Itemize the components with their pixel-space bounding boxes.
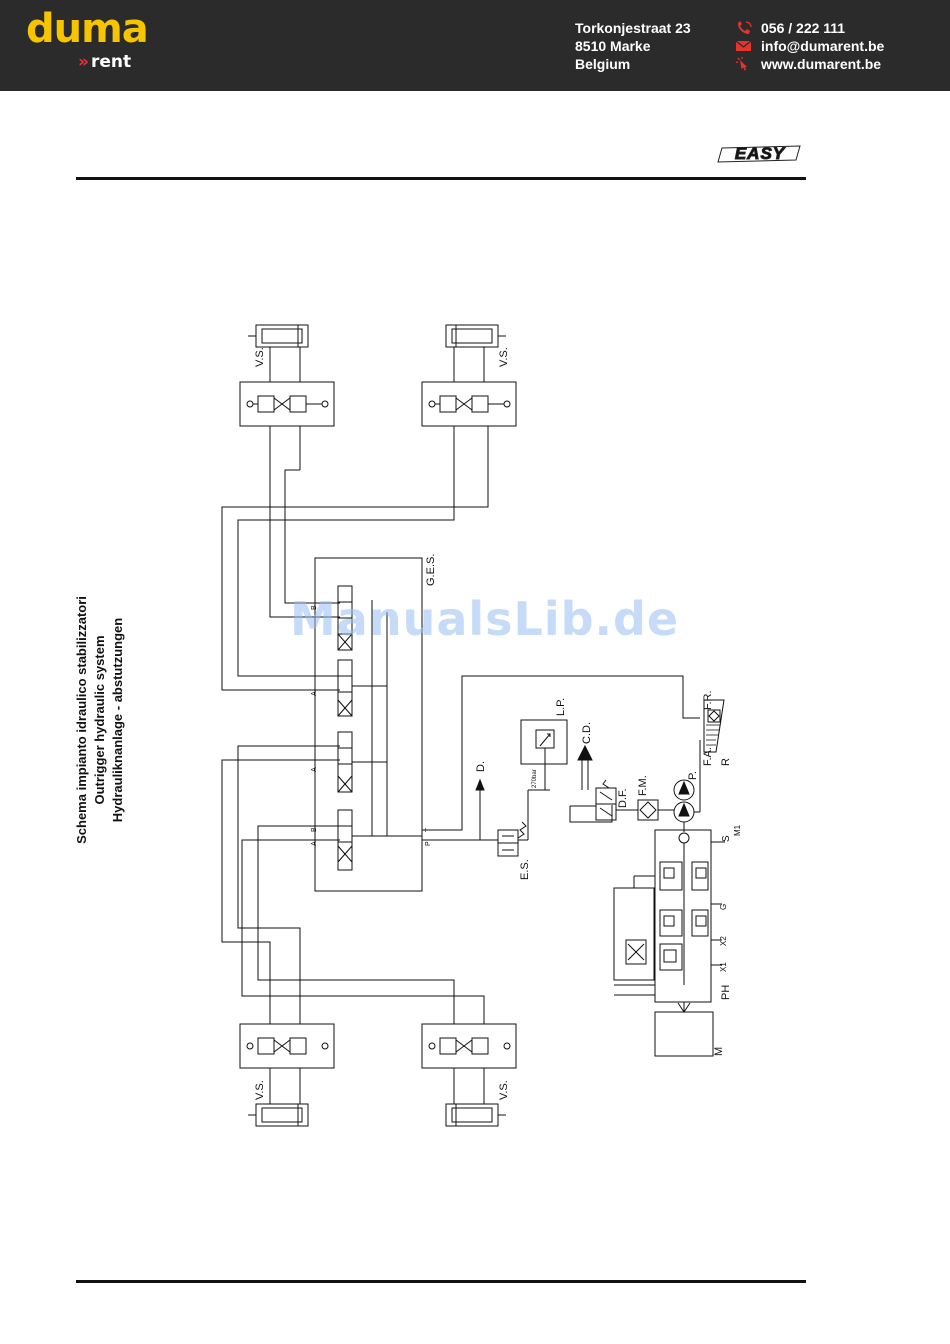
port-b-1: B	[311, 605, 318, 610]
label-vs-bottom-right: V.S.	[498, 1080, 510, 1100]
contact-phone[interactable]: 056 / 222 111	[735, 19, 884, 37]
cylinder-top-right	[445, 324, 506, 382]
cylinder-bottom-left	[248, 1068, 309, 1127]
label-ph: PH	[720, 985, 732, 1000]
pressure-return-lines	[422, 675, 700, 857]
label-vs-top-left: V.S.	[254, 347, 266, 367]
label-fm: F.M.	[637, 775, 649, 796]
company-address: Torkonjestraat 23 8510 Marke Belgium	[575, 19, 691, 73]
port-a-2: A	[311, 691, 318, 696]
label-fa: F.A.	[702, 747, 714, 766]
label-vs-top-right: V.S.	[498, 347, 510, 367]
check-valve-top-right	[421, 381, 517, 427]
label-ges: G.E.S.	[425, 554, 437, 586]
label-r: R	[720, 758, 732, 766]
contact-block: 056 / 222 111 info@dumarent.be www.dumar…	[735, 19, 884, 73]
label-p: P.	[687, 771, 699, 780]
top-rule	[76, 177, 806, 180]
label-m1: M1	[733, 824, 742, 836]
port-a-4: A	[311, 841, 318, 846]
port-p: P	[425, 841, 432, 846]
logo-wordmark: duma	[26, 6, 149, 52]
bottom-rule	[76, 1280, 806, 1283]
port-b-4: B	[311, 827, 318, 832]
check-valve-bottom-right	[421, 1023, 517, 1069]
pump-group	[673, 740, 701, 832]
label-vs-bottom-left: V.S.	[254, 1080, 266, 1100]
address-country: Belgium	[575, 56, 631, 72]
power-unit-block	[613, 829, 725, 1013]
phone-number: 056 / 222 111	[761, 20, 846, 36]
label-fr: F.R.	[702, 690, 714, 710]
website-url: www.dumarent.be	[761, 56, 882, 72]
check-valve-bottom-left	[239, 1023, 335, 1069]
contact-website[interactable]: www.dumarent.be	[735, 55, 884, 73]
chevron-icon: »	[78, 52, 89, 72]
address-city: 8510 Marke	[575, 38, 651, 54]
control-valve-block	[314, 557, 423, 892]
label-x2: X2	[719, 936, 728, 946]
logo-subwordmark: »rent	[78, 52, 131, 72]
check-valve-top-left	[239, 381, 335, 470]
port-a-3: A	[311, 767, 318, 772]
label-s: S	[721, 835, 732, 842]
cylinder-top-left	[248, 324, 309, 382]
watermark: ManualsLib.de	[290, 592, 680, 646]
label-lp: L.P.	[555, 698, 567, 716]
phone-icon	[738, 21, 752, 34]
outrigger-piping	[221, 425, 489, 1024]
label-pressure: 270bar	[532, 769, 538, 788]
web-icon	[735, 57, 747, 71]
logo-rent-text: rent	[90, 52, 132, 72]
easy-brand-text: EASY	[735, 144, 786, 163]
address-street: Torkonjestraat 23	[575, 20, 691, 36]
label-es: E.S.	[519, 859, 531, 880]
email-address: info@dumarent.be	[761, 38, 885, 54]
label-d: D.	[475, 761, 487, 772]
label-x1: X1	[719, 962, 728, 972]
label-m: M	[713, 1047, 725, 1056]
tank-reservoir	[703, 699, 725, 753]
label-df: D.F.	[617, 788, 629, 808]
electric-motor	[654, 1011, 714, 1057]
easy-brand-logo: EASY	[717, 144, 801, 164]
label-g: G	[719, 904, 728, 910]
header-bar: duma »rent Torkonjestraat 23 8510 Marke …	[0, 0, 950, 91]
contact-email[interactable]: info@dumarent.be	[735, 37, 884, 55]
cylinder-bottom-right	[445, 1068, 506, 1127]
label-cd: C.D.	[581, 722, 593, 744]
duma-rent-logo[interactable]: duma »rent	[26, 6, 149, 74]
mail-icon	[735, 40, 752, 51]
